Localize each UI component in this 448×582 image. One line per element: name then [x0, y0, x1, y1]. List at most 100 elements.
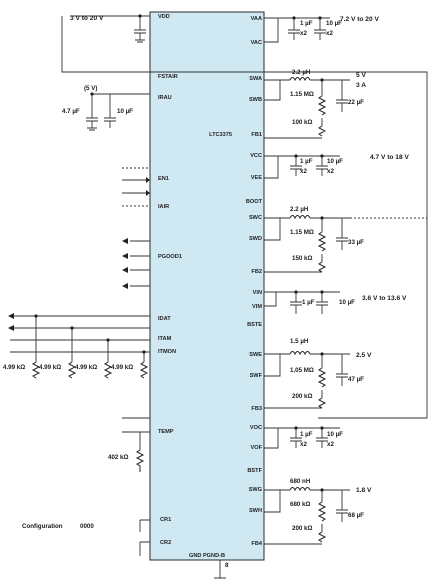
junction [142, 350, 146, 354]
pin-boot: BOOT [246, 199, 263, 205]
out6-r1: 1.05 MΩ [290, 367, 314, 374]
out5-cap2: 10 µF [339, 299, 355, 306]
resistor-bank [31, 361, 149, 379]
res-4-99k-3: 4.99 kΩ [75, 364, 97, 371]
pin-vdd: VDD [158, 14, 170, 20]
arrow-heads [122, 177, 150, 289]
pin-vee: VEE [251, 175, 262, 181]
out8-inductor-label: 680 nH [290, 478, 311, 485]
out4-r2: 150 kΩ [292, 255, 312, 262]
out2-voltage: 5 V [356, 72, 366, 79]
junction [320, 216, 324, 220]
res-4-99k-1: 4.99 kΩ [3, 364, 25, 371]
junction [292, 16, 296, 20]
out5-cap1: 1 µF [302, 299, 315, 306]
aux-cap-network [86, 93, 150, 131]
junction [34, 314, 38, 318]
pin-swc: SWC [249, 215, 262, 221]
out2-cout: 22 µF [348, 99, 364, 106]
out8-divider [317, 501, 327, 543]
out6-voltage: 2.5 V [356, 352, 372, 359]
res-4-99k-2: 4.99 kΩ [39, 364, 61, 371]
out8-wires [264, 489, 350, 545]
out2-inductor [289, 77, 311, 82]
pin-fb3: FB3 [251, 406, 262, 412]
out4-divider [317, 231, 327, 273]
junction [294, 426, 298, 430]
pin-itmon: ITMON [158, 349, 176, 355]
out2-r1: 1.15 MΩ [290, 91, 314, 98]
pin-swe: SWE [249, 352, 262, 358]
pin-vac: VAC [251, 40, 262, 46]
out1-cap2x: x2 [326, 30, 333, 37]
pin-irau: IRAU [158, 95, 172, 101]
res-402k-label: 402 kΩ [108, 454, 128, 461]
res-drops [35, 316, 145, 362]
pin-swg: SWG [249, 487, 262, 493]
pin-fb4: FB4 [251, 541, 262, 547]
feedback-loop-wire [61, 16, 428, 419]
pin-swd: SWD [249, 236, 262, 242]
out3-caps [264, 155, 340, 179]
out8-cout: 68 µF [348, 512, 364, 519]
out1-voltage: 7.2 V to 20 V [340, 16, 379, 23]
out8-inductor [289, 487, 311, 492]
junction [320, 426, 324, 430]
junction [106, 338, 110, 342]
out1-cap1: 1 µF [300, 20, 313, 27]
aux-voltage-label: (5 V) [84, 85, 97, 92]
bus-arrows [8, 313, 14, 331]
junction [294, 290, 298, 294]
out7-cap1x: x2 [300, 441, 307, 448]
pin-fstair: FSTAIR [158, 74, 178, 80]
junction [70, 326, 74, 330]
part-number: LTC3375 [209, 132, 232, 138]
pin-cr1: CR1 [160, 517, 171, 523]
out4-wires [264, 217, 350, 273]
out2-current: 3 A [356, 82, 366, 89]
pin-en1: EN1 [158, 176, 169, 182]
out6-wires [264, 353, 350, 409]
out3-voltage: 4.7 V to 18 V [370, 154, 409, 161]
junction [318, 16, 322, 20]
out3-cap1x: x2 [300, 168, 307, 175]
pin-bstf: BSTF [247, 468, 262, 474]
out1-cap2: 10 µF [326, 20, 342, 27]
configuration-value: 0000 [80, 523, 94, 530]
out7-cap2: 10 µF [327, 431, 343, 438]
out3-cap1: 1 µF [300, 158, 313, 165]
pin-swh: SWH [249, 508, 262, 514]
out2-wires [264, 79, 350, 139]
out1-caps [264, 17, 330, 43]
temp-wires [122, 417, 150, 450]
pin-voc: VOC [250, 425, 262, 431]
out6-cout: 47 µF [348, 376, 364, 383]
pin-iair: IAIR [158, 204, 169, 210]
out7-caps [264, 427, 340, 449]
junction [138, 14, 142, 18]
out7-cap2x: x2 [327, 441, 334, 448]
out4-inductor [289, 215, 311, 220]
out8-r2: 200 kΩ [292, 525, 312, 532]
input-wire [70, 15, 150, 43]
out2-divider [317, 95, 327, 137]
out6-inductor-label: 1.5 µH [290, 338, 309, 345]
pin-pgood1: PGOOD1 [158, 254, 182, 260]
junction [320, 352, 324, 356]
pin-fb1: FB1 [251, 132, 262, 138]
res-4-99k-4: 4.99 kΩ [111, 364, 133, 371]
out6-r2: 200 kΩ [292, 393, 312, 400]
out3-cap2x: x2 [327, 168, 334, 175]
junction [294, 154, 298, 158]
chip-footer: GND PGND-B [189, 553, 225, 559]
pin-cr2: CR2 [160, 540, 171, 546]
configuration-label: Configuration [22, 523, 63, 530]
out4-r1: 1.15 MΩ [290, 229, 314, 236]
out8-voltage: 1.8 V [356, 487, 372, 494]
config-wires [139, 519, 150, 556]
pin-vaa: VAA [251, 16, 262, 22]
out4-inductor-label: 2.2 µH [290, 206, 309, 213]
out6-inductor [289, 351, 311, 356]
out5-caps [264, 291, 340, 314]
